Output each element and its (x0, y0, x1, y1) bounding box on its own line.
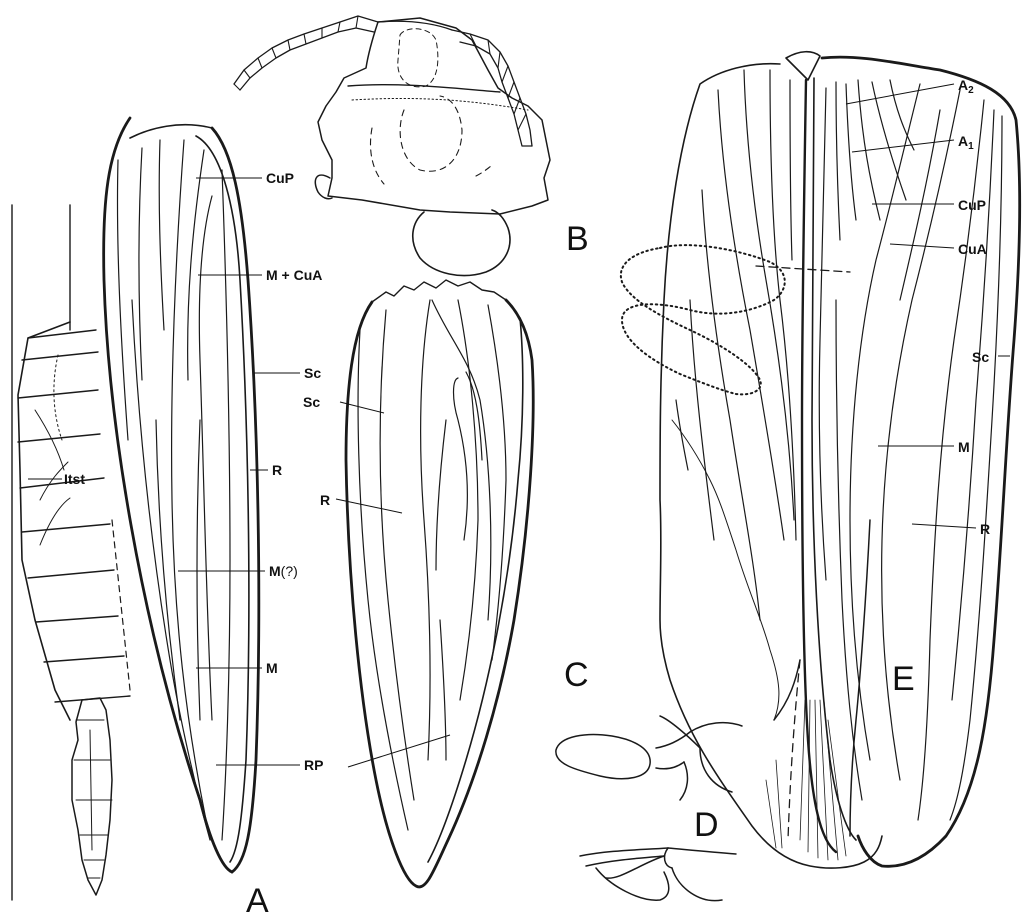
elytron-c-drawing: Sc R C (303, 280, 589, 887)
label-itst: Itst (64, 471, 85, 487)
elytra-e-drawing (621, 52, 1020, 868)
label-m-cua: M + CuA (266, 267, 322, 283)
label-sc-a: Sc (304, 365, 321, 381)
label-cup-e: CuP (958, 197, 986, 213)
label-r-c: R (320, 492, 330, 508)
label-rp: RP (304, 757, 323, 773)
abdomen-drawing (12, 205, 130, 900)
panel-label-b: B (566, 220, 589, 258)
label-r-a: R (272, 462, 282, 478)
label-sc-c: Sc (303, 394, 320, 410)
label-cup-a: CuP (266, 170, 294, 186)
panel-label-a: A (246, 882, 269, 920)
panel-label-d: D (694, 806, 719, 844)
label-m-a: M (266, 660, 278, 676)
elytron-a-drawing (104, 118, 259, 872)
label-cua-e: CuA (958, 241, 987, 257)
label-a1: A1 (958, 133, 974, 152)
label-m-uncertain: M(?) (269, 563, 298, 579)
detail-d-drawing: D (556, 716, 742, 901)
right-antenna (452, 30, 532, 146)
head-drawing: B (234, 16, 589, 276)
label-sc-e: Sc (972, 349, 989, 365)
panel-label-e: E (892, 660, 915, 698)
panel-label-c: C (564, 656, 589, 694)
labels-panel-e: A2 A1 CuP CuA Sc M R E (846, 77, 1010, 698)
label-m-e: M (958, 439, 970, 455)
label-r-e: R (980, 521, 990, 537)
left-antenna (234, 16, 378, 90)
